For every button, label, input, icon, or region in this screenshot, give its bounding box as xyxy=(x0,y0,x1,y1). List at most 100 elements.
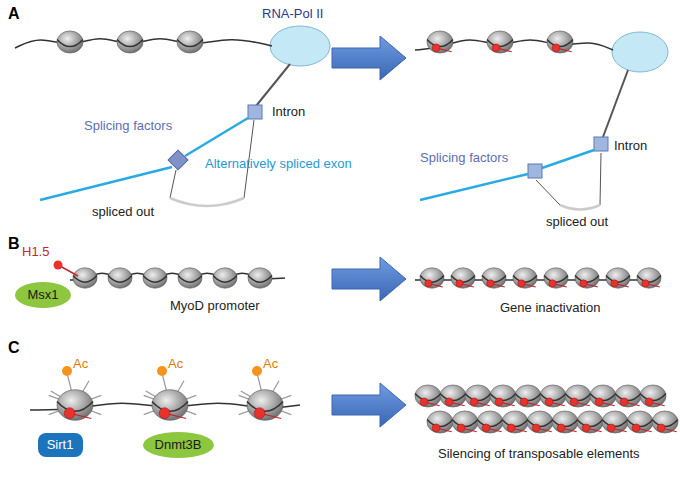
exon-label: Alternatively spliced exon xyxy=(205,156,352,172)
nucleosome xyxy=(213,268,237,288)
linker-histone xyxy=(580,280,587,287)
transition-arrow xyxy=(332,383,406,427)
rna-pol-ii xyxy=(270,26,330,66)
nucleosome xyxy=(627,411,653,433)
dna-wrap xyxy=(565,393,591,400)
nucleosome xyxy=(420,268,444,288)
nucleosome xyxy=(540,385,566,407)
nucleosome xyxy=(427,31,453,53)
alternative-exon xyxy=(185,118,248,156)
linker-histone xyxy=(159,408,170,419)
nucleosome xyxy=(615,385,641,407)
nucleosome xyxy=(73,268,97,288)
factor-label: Splicing factors xyxy=(84,118,172,134)
acetyl-label: Ac xyxy=(168,356,183,372)
linker-histone xyxy=(532,424,540,432)
nucleosome xyxy=(248,268,272,288)
linker-histone xyxy=(518,280,525,287)
dna-wrap xyxy=(602,419,628,426)
dna-wrap xyxy=(117,39,143,46)
linker-histone xyxy=(507,424,515,432)
linker-histone xyxy=(582,424,590,432)
factor-label: Splicing factors xyxy=(420,150,508,166)
outcome-label: Gene inactivation xyxy=(500,300,600,316)
nucleosome xyxy=(452,411,478,433)
protein-ellipse: Msx1 xyxy=(15,282,71,308)
linker-histone xyxy=(445,398,453,406)
linker-histone xyxy=(487,280,494,287)
dna-wrap xyxy=(415,393,441,400)
node-text: Msx1 xyxy=(27,287,58,303)
linker-histone xyxy=(432,44,440,52)
dna-wrap xyxy=(213,276,237,283)
panel-letter: B xyxy=(8,236,20,252)
dna-wrap xyxy=(143,276,167,283)
linker-histone xyxy=(611,280,618,287)
dna-wrap xyxy=(451,276,475,283)
dna-wrap xyxy=(513,276,537,283)
splicing-factor-diamond xyxy=(168,150,188,170)
spliced-out-rna xyxy=(170,198,244,206)
dna-wrap xyxy=(57,39,83,46)
dna-wrap xyxy=(73,276,97,283)
dna-wrap xyxy=(527,419,553,426)
linker-histone xyxy=(632,424,640,432)
node-text: Dnmt3B xyxy=(155,437,202,453)
intron-rna xyxy=(256,64,290,106)
linker-histone xyxy=(54,261,63,270)
nucleosome xyxy=(637,268,661,288)
nucleosome xyxy=(108,268,132,288)
dna-wrap xyxy=(420,276,444,283)
linker-histone xyxy=(595,398,603,406)
linker-histone xyxy=(425,280,432,287)
dna-wrap xyxy=(427,419,453,426)
dna-wrap xyxy=(637,276,661,283)
dna-wrap xyxy=(544,276,568,283)
nucleosome xyxy=(177,31,203,53)
linker-histone xyxy=(620,398,628,406)
nucleosome xyxy=(502,411,528,433)
nucleosome xyxy=(247,390,283,421)
dna-wrap xyxy=(606,276,630,283)
promoter-label: MyoD promoter xyxy=(170,298,260,314)
dna-wrap xyxy=(178,276,202,283)
linker-histone xyxy=(557,424,565,432)
transition-arrow xyxy=(332,36,406,80)
intron-rna xyxy=(603,70,628,137)
dna-wrap xyxy=(615,393,641,400)
nucleosomes xyxy=(15,31,678,433)
nucleosome xyxy=(487,31,513,53)
histone-label: H1.5 xyxy=(22,244,49,260)
nucleosome xyxy=(575,268,599,288)
exon-rna xyxy=(40,167,172,200)
nucleosome xyxy=(606,268,630,288)
nucleosome xyxy=(513,268,537,288)
dna-wrap xyxy=(515,393,541,400)
dna-wrap xyxy=(452,419,478,426)
linker-histone xyxy=(64,408,75,419)
nucleosome xyxy=(482,268,506,288)
spliced-label: spliced out xyxy=(546,214,608,230)
linker-histone xyxy=(457,424,465,432)
nucleosome xyxy=(57,390,93,421)
acetyl-mark xyxy=(252,366,262,376)
dna-wrap xyxy=(502,419,528,426)
panel-letter: A xyxy=(8,6,20,22)
dna-fiber xyxy=(15,39,272,48)
spliced-out-rna xyxy=(560,205,600,210)
linker-histone xyxy=(520,398,528,406)
outcome-label: Silencing of transposable elements xyxy=(438,446,640,462)
intron-label: Intron xyxy=(614,138,647,154)
nucleosome xyxy=(178,268,202,288)
dna-wrap xyxy=(627,419,653,426)
nucleosome xyxy=(440,385,466,407)
splice-lines xyxy=(536,153,601,205)
dna-wrap xyxy=(247,401,283,411)
dna-wrap xyxy=(590,393,616,400)
dna-wrap xyxy=(547,39,573,46)
nucleosome xyxy=(565,385,591,407)
dna-wrap xyxy=(540,393,566,400)
acetyl-label: Ac xyxy=(263,356,278,372)
